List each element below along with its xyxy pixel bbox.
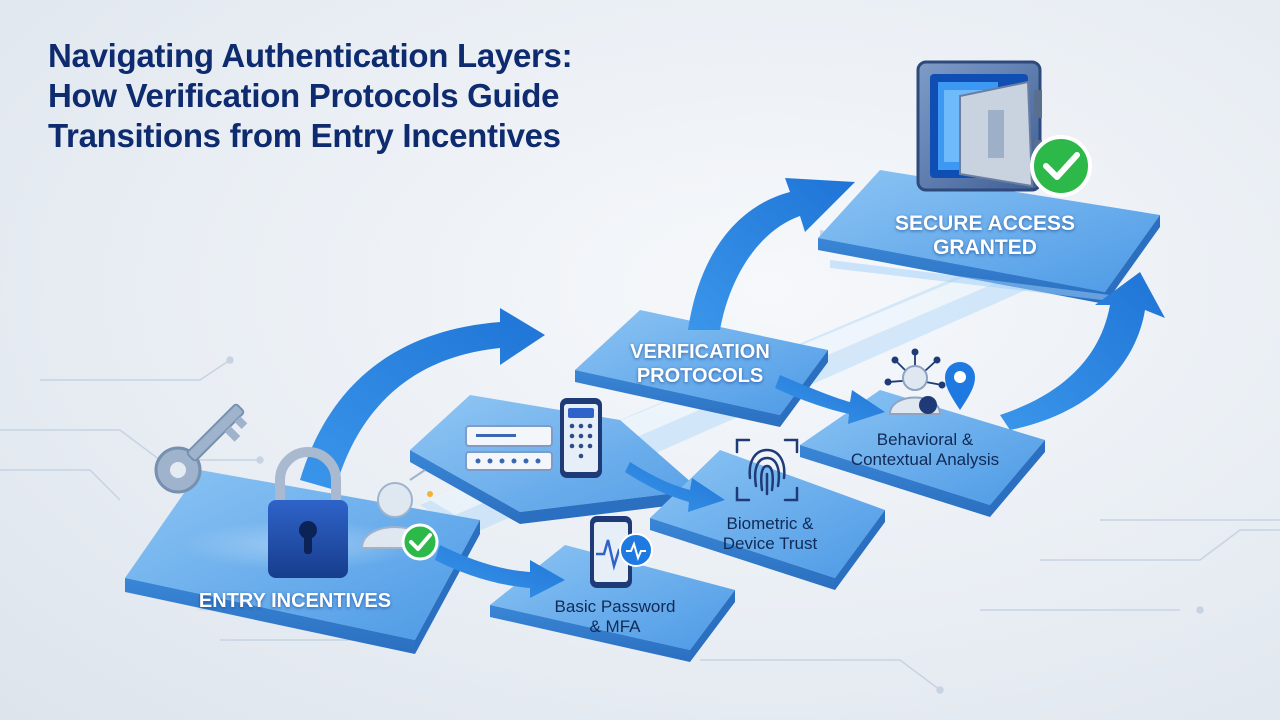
- key-icon: [154, 403, 248, 494]
- arrow-behavioral-to-secure: [1000, 272, 1165, 430]
- keypad-phone-icon: [560, 398, 602, 478]
- behavioral-line-1: Behavioral &: [876, 430, 974, 449]
- user-check-icon: [360, 469, 439, 561]
- biometric-line-1: Biometric &: [726, 514, 814, 533]
- verification-line-1: VERIFICATION: [630, 341, 770, 363]
- check-badge-icon: [1030, 135, 1092, 197]
- padlock-icon: [268, 447, 348, 578]
- title-line-2: How Verification Protocols Guide: [48, 77, 560, 114]
- arrow-verification-to-behavioral: [775, 375, 885, 424]
- verification-line-2: PROTOCOLS: [636, 365, 764, 387]
- user-network-icon: [884, 348, 946, 415]
- vault-icon: [916, 60, 1042, 192]
- platform-basic-password: [490, 545, 735, 662]
- entry-incentives-text: ENTRY INCENTIVES: [198, 590, 392, 612]
- circuit-background: [0, 356, 1280, 694]
- arrow-entry-to-verification: [300, 308, 545, 490]
- label-verification-protocols: VERIFICATION PROTOCOLS: [595, 340, 805, 388]
- page-title: Navigating Authentication Layers: How Ve…: [48, 36, 768, 156]
- phone-heartbeat-icon: [590, 516, 653, 588]
- fingerprint-icon: [735, 438, 799, 502]
- label-behavioral: Behavioral & Contextual Analysis: [820, 430, 1030, 470]
- label-biometric: Biometric & Device Trust: [675, 514, 865, 554]
- label-basic-password: Basic Password & MFA: [520, 597, 710, 637]
- flow-arrows: [300, 178, 1165, 598]
- basic-password-line-1: Basic Password: [554, 597, 676, 616]
- arrow-verification-to-secure: [688, 178, 855, 330]
- secure-access-line-1: SECURE ACCESS: [894, 212, 1076, 235]
- title-line-3: Transitions from Entry Incentives: [48, 117, 561, 154]
- platform-password-panel: [410, 395, 700, 524]
- basic-password-line-2: & MFA: [589, 617, 641, 636]
- arrow-panel-to-biometric: [625, 462, 725, 512]
- platform-secure-access: [818, 170, 1160, 305]
- label-entry-incentives: ENTRY INCENTIVES: [160, 590, 430, 613]
- platform-biometric: [650, 450, 885, 590]
- behavioral-line-2: Contextual Analysis: [850, 450, 1000, 469]
- title-line-1: Navigating Authentication Layers:: [48, 37, 573, 74]
- location-pin-icon: [945, 362, 975, 410]
- password-field-icon: [465, 425, 553, 471]
- secure-access-line-2: GRANTED: [933, 236, 1037, 259]
- biometric-line-2: Device Trust: [722, 534, 818, 553]
- arrow-entry-to-password: [435, 545, 565, 598]
- label-secure-access: SECURE ACCESS GRANTED: [870, 212, 1100, 260]
